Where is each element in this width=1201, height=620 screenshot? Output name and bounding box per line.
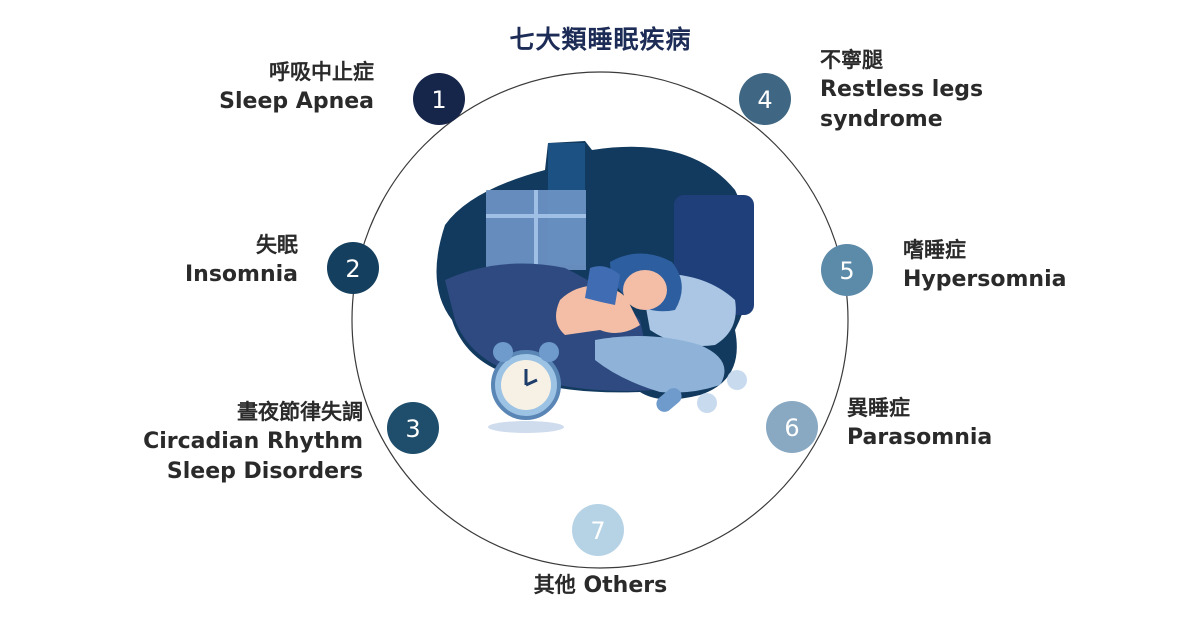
label-en: Hypersomnia [903, 267, 1067, 292]
label-zh: 晝夜節律失調 [237, 400, 363, 424]
sleeping-woman-illustration [436, 141, 754, 433]
node-number: 7 [590, 517, 605, 545]
node-circle [413, 73, 465, 125]
node-number: 2 [345, 255, 360, 283]
node-number: 4 [757, 86, 772, 114]
label-sleep-apnea: 呼吸中止症 Sleep Apnea [219, 57, 374, 117]
label-en: Others [583, 573, 668, 598]
label-others: 其他 Others [0, 570, 1201, 601]
label-insomnia: 失眠 Insomnia [185, 230, 298, 290]
node-number: 5 [839, 257, 854, 285]
node-2: 2 [327, 242, 379, 294]
node-circle [387, 402, 439, 454]
label-en: Circadian Rhythm [143, 429, 363, 454]
alarm-clock-illustration [488, 342, 564, 433]
node-1: 1 [413, 73, 465, 125]
node-circle [739, 73, 791, 125]
diagram-title: 七大類睡眠疾病 [509, 25, 692, 54]
label-zh: 其他 [533, 573, 576, 597]
node-number: 6 [784, 414, 799, 442]
node-4: 4 [739, 73, 791, 125]
node-circle [821, 244, 873, 296]
label-circadian-rhythm: 晝夜節律失調 Circadian Rhythm Sleep Disorders [143, 397, 363, 487]
label-en: Sleep Apnea [219, 89, 374, 114]
node-number: 1 [431, 86, 446, 114]
node-6: 6 [766, 401, 818, 453]
node-number: 3 [405, 415, 420, 443]
label-en: Parasomnia [847, 425, 993, 450]
label-hypersomnia: 嗜睡症 Hypersomnia [903, 235, 1066, 295]
label-zh: 異睡症 [847, 396, 910, 420]
label-en-line2: Sleep Disorders [166, 459, 363, 484]
node-7: 7 [572, 504, 624, 556]
label-en: Insomnia [184, 262, 298, 287]
label-parasomnia: 異睡症 Parasomnia [847, 393, 992, 453]
node-3: 3 [387, 402, 439, 454]
cycle-ring [351, 71, 849, 569]
node-5: 5 [821, 244, 873, 296]
label-zh: 失眠 [256, 233, 298, 257]
label-zh: 呼吸中止症 [269, 60, 374, 84]
label-en-line2: syndrome [820, 107, 943, 132]
label-restless-legs: 不寧腿 Restless legs syndrome [820, 45, 983, 135]
node-circle [572, 504, 624, 556]
label-zh: 嗜睡症 [903, 238, 966, 262]
node-circle [327, 242, 379, 294]
pills-illustration [656, 370, 747, 413]
node-circle [766, 401, 818, 453]
label-en: Restless legs [820, 77, 984, 102]
label-zh: 不寧腿 [820, 48, 883, 72]
